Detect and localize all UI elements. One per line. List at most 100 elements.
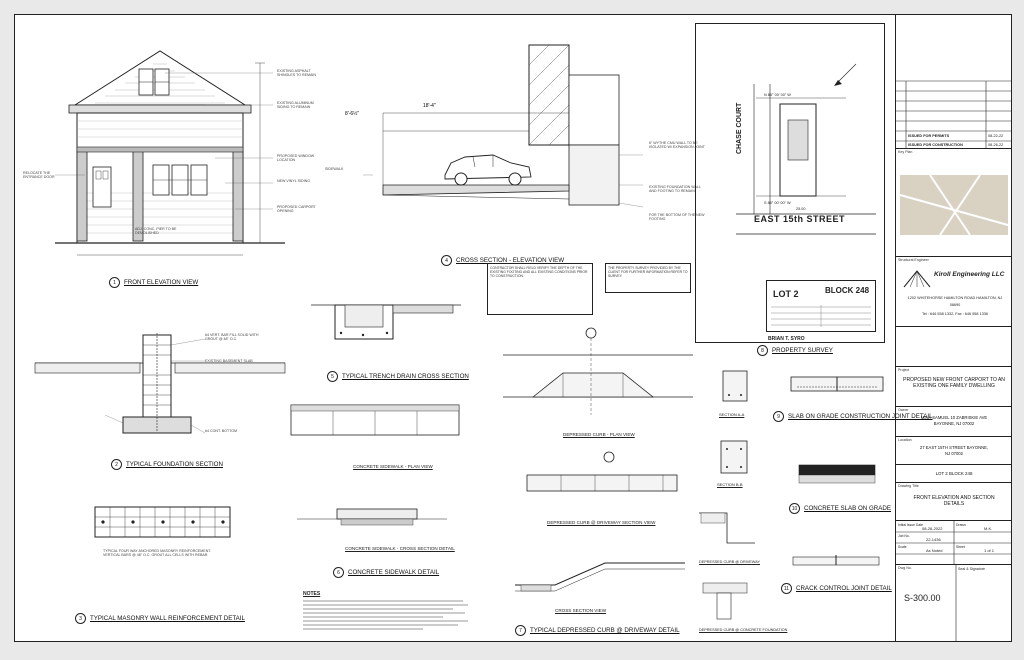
- engineer-address: 1202 WHITEHORSE HAMILTON ROAD HAMILTON, …: [907, 296, 1003, 307]
- key-plan-label: Key Plan: [898, 150, 913, 154]
- location-label: Location: [898, 438, 912, 442]
- dwg-number-cell: Dwg No. S-300.00 Seal & Signature: [896, 565, 1012, 641]
- info-grid: Initial Issue Date 08-26-2022 Job No. 22…: [896, 521, 1012, 565]
- survey-note: THE PROPERTY SURVEY PROVIDED BY THE CLIE…: [605, 263, 691, 293]
- svg-text:8'-6½": 8'-6½": [345, 110, 359, 117]
- survey-dimension: 25.00: [796, 207, 806, 211]
- survey-plot: [736, 63, 876, 235]
- curb-plan-title: DEPRESSED CURB - PLAN VIEW: [563, 432, 635, 437]
- depressed-curb-driveway-drawing: [699, 512, 755, 544]
- survey-block: BLOCK 248: [825, 286, 870, 295]
- depressed-curb-section-drawing: [526, 451, 678, 492]
- revision-table: ISSUED FOR PERMITS 08-22-22 ISSUED FOR C…: [896, 15, 1012, 149]
- sidewalk-section-drawing: [297, 508, 447, 526]
- project-cell: Project PROPOSED NEW FRONT CARPORT TO AN…: [896, 367, 1012, 407]
- section-bb-drawing: [720, 440, 748, 474]
- depressed-curb-foundation-title: DEPRESSED CURB @ CONCRETE FOUNDATION: [699, 628, 788, 632]
- masonry-wall-drawing: [94, 506, 231, 538]
- scale-label: Scale: [898, 545, 907, 549]
- key-plan: Key Plan: [896, 149, 1012, 257]
- drawn-label: Drawn: [956, 523, 966, 527]
- engineer-name: Kiroll Engineering LLC: [934, 271, 1005, 278]
- depressed-curb-plan-drawing: [503, 327, 693, 415]
- engineer-phone: Tel : 646 558 1332, Fax : 646 558 1336: [921, 312, 989, 316]
- section-aa-title: SECTION A-A: [719, 412, 745, 417]
- seal-label: Seal & Signature: [958, 567, 985, 571]
- title-block: ISSUED FOR PERMITS 08-22-22 ISSUED FOR C…: [895, 15, 1012, 641]
- lot-block: LOT 2 BLOCK 248: [935, 471, 973, 476]
- sheet-value: 1 of 1: [984, 548, 995, 553]
- slab-joint-drawing: [790, 376, 884, 392]
- job-no-label: Job No.: [898, 534, 910, 538]
- structural-engineer-label: Structural Engineer: [898, 258, 929, 262]
- section-bb-title: SECTION B-B: [717, 482, 743, 487]
- initial-issue-label: Initial Issue Date: [898, 523, 924, 527]
- property-survey: N 86° 00' 00" W S 86° 00' 00" W 25.00 CH…: [695, 23, 885, 343]
- drawing-title-label: Drawing Title: [898, 484, 919, 488]
- dwg-no: S-300.00: [904, 593, 941, 603]
- slab-on-grade-drawing: [798, 464, 876, 484]
- scale-value: As Noted: [926, 548, 943, 553]
- front-elevation-drawing: [55, 50, 285, 256]
- revision-2-date: 08-26-22: [988, 143, 1004, 147]
- trench-drain-drawing: [311, 304, 461, 340]
- curb-section-title: DEPRESSED CURB @ DRIVEWAY SECTION VIEW: [547, 520, 656, 525]
- contractor-note: CONTRACTOR SHALL FIELD VERIFY THE DEPTH …: [487, 263, 593, 315]
- client-cell: Owner MINA SAMUEL 10 ZABRISKIE AVE BAYON…: [896, 407, 1012, 437]
- drawing-title-cell: Drawing Title FRONT ELEVATION AND SECTIO…: [896, 483, 1012, 521]
- sidewalk-plan-title: CONCRETE SIDEWALK - PLAN VIEW: [353, 464, 433, 469]
- info-grid-lines: [896, 521, 1012, 565]
- cross-section-view-title: CROSS SECTION VIEW: [555, 608, 607, 613]
- blank-cell: [896, 327, 1012, 367]
- location-cell: Location 27 EAST 15TH STREET BAYONNE, NJ…: [896, 437, 1012, 465]
- drawing-title: FRONT ELEVATION AND SECTION DETAILS: [913, 495, 995, 507]
- svg-text:18'-4": 18'-4": [423, 103, 436, 109]
- initial-issue-date: 08-26-2022: [922, 526, 943, 531]
- client-info: MINA SAMUEL 10 ZABRISKIE AVE BAYONNE, NJ…: [920, 415, 988, 426]
- structural-engineer: Structural Engineer Kiroll Engineering L…: [896, 257, 1012, 327]
- engineer-logo: [903, 270, 931, 288]
- sheet-label: Sheet: [956, 545, 965, 549]
- notes-text-lines: [303, 600, 468, 630]
- crack-control-drawing: [792, 555, 880, 566]
- revision-grid: [896, 80, 1012, 149]
- cross-section-drawing: 18'-4" 8'-6½": [345, 44, 644, 208]
- dwg-divider: [955, 565, 957, 641]
- key-plan-map-lines: [899, 174, 1009, 236]
- section-aa-drawing: [722, 370, 748, 402]
- location-info: 27 EAST 15TH STREET BAYONNE, NJ 07002: [919, 445, 989, 456]
- drawing-sheet: EXISTING ASPHALT SHINGLES TO REMAIN EXIS…: [14, 14, 1012, 642]
- job-no: 22-1436: [926, 537, 941, 542]
- project-label: Project: [898, 368, 910, 372]
- revision-2-label: ISSUED FOR CONSTRUCTION: [908, 143, 963, 147]
- survey-lot: LOT 2: [773, 289, 799, 299]
- depressed-curb-driveway-title: DEPRESSED CURB @ DRIVEWAY: [699, 560, 761, 564]
- survey-street-label: EAST 15th STREET: [754, 214, 846, 224]
- depressed-curb-foundation-drawing: [702, 582, 748, 620]
- curb-cross-section-drawing: [515, 562, 685, 592]
- survey-bearing-top: N 86° 00' 00" W: [764, 93, 791, 97]
- project-description: PROPOSED NEW FRONT CARPORT TO AN EXISTIN…: [903, 377, 1005, 389]
- sidewalk-section-title: CONCRETE SIDEWALK - CROSS SECTION DETAIL: [345, 546, 455, 551]
- key-plan-map: [899, 174, 1009, 236]
- dwg-no-label: Dwg No.: [898, 566, 912, 570]
- revision-1-date: 08-22-22: [988, 134, 1004, 138]
- client-label: Owner: [898, 408, 909, 412]
- surveyor-name: BRIAN T. SYRO: [768, 336, 805, 342]
- foundation-section-drawing: [34, 333, 286, 434]
- survey-title-box: LOT 2 BLOCK 248: [766, 280, 876, 332]
- survey-bearing-bottom: S 86° 00' 00" W: [764, 201, 791, 205]
- revision-1-label: ISSUED FOR PERMITS: [908, 134, 950, 138]
- survey-court-label: CHASE COURT: [736, 102, 743, 154]
